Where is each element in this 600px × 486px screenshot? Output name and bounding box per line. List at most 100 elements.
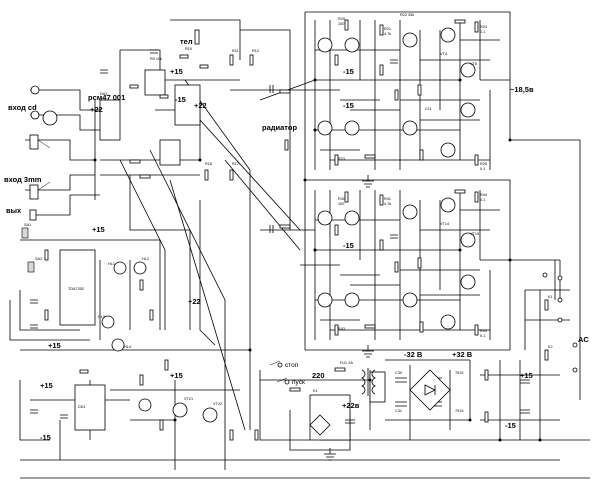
svg-text:R43: R43 — [338, 327, 345, 331]
svg-text:SA2: SA2 — [35, 257, 42, 261]
jack-in-cd-r — [30, 110, 40, 120]
transistor-vt4 — [440, 27, 456, 43]
transistor-vt16 — [317, 292, 333, 308]
switch-sa1 — [21, 227, 29, 239]
svg-text:VT5: VT5 — [470, 62, 477, 66]
svg-text:HL3: HL3 — [98, 315, 105, 319]
svg-text:7815: 7815 — [455, 371, 463, 375]
label-input-cd: вход сd — [8, 103, 37, 112]
svg-text:R21: R21 — [384, 27, 391, 31]
transistor-vt3 — [402, 32, 418, 48]
label-plus32: +32 В — [452, 350, 473, 359]
transformer — [361, 368, 376, 396]
start-switch-contact — [284, 379, 290, 385]
jack-in-cd-ring — [42, 110, 58, 126]
label-start: пуск — [292, 379, 305, 386]
label-radiator: радиатор — [262, 123, 297, 132]
label-input-3mm: вход 3mm — [4, 175, 42, 184]
svg-text:100: 100 — [338, 22, 344, 26]
diode-bridge — [309, 369, 451, 436]
transistor-vt20 — [460, 274, 476, 290]
label-plus22-b: +22 — [194, 101, 207, 110]
svg-text:R17: R17 — [232, 162, 239, 166]
transistor-vt5 — [460, 62, 476, 78]
label-minus15-c: -15 — [343, 241, 354, 250]
power-switches — [269, 360, 290, 385]
ic-dd1 — [74, 384, 106, 431]
resistors — [44, 19, 549, 441]
ic-da3 — [174, 84, 201, 126]
label-plus22-a: +22 — [90, 105, 103, 114]
speaker-terminals — [542, 272, 578, 373]
led-hl2 — [133, 261, 147, 275]
transistor-vt19 — [440, 314, 456, 330]
svg-text:7915: 7915 — [455, 409, 463, 413]
svg-text:R41: R41 — [384, 197, 391, 201]
label-plus15-a: +15 — [170, 67, 183, 76]
svg-text:VT4: VT4 — [440, 52, 447, 56]
transistor-vt13 — [402, 204, 418, 220]
transistor-vt18 — [402, 292, 418, 308]
transistor-vt11 — [317, 210, 333, 226]
svg-text:R12: R12 — [252, 49, 259, 53]
transistors — [30, 27, 476, 423]
svg-text:C31: C31 — [395, 409, 402, 413]
transistor-vt2 — [344, 37, 360, 53]
transistor-vt17 — [344, 292, 360, 308]
label-minus15-d: -15 — [40, 433, 51, 442]
svg-text:R22 33k: R22 33k — [400, 13, 414, 17]
label-plus15-f: +15 — [520, 371, 533, 380]
svg-text:VT15: VT15 — [470, 232, 479, 236]
svg-text:R40: R40 — [338, 197, 345, 201]
main-labels: тел рсм47 001 вход сd вход 3mm вых радиа… — [4, 37, 589, 442]
label-minus32: -32 В — [404, 350, 423, 359]
transistor-vt23 — [138, 398, 152, 412]
svg-text:DA1: DA1 — [100, 92, 107, 96]
svg-text:R24: R24 — [480, 25, 487, 29]
svg-text:SA1: SA1 — [24, 223, 31, 227]
svg-text:VT22: VT22 — [213, 402, 222, 406]
led-hl1 — [113, 261, 127, 275]
svg-text:R44: R44 — [480, 193, 487, 197]
label-tel: тел — [180, 37, 193, 46]
svg-text:K2: K2 — [548, 345, 553, 349]
transistor-vt14 — [440, 197, 456, 213]
svg-text:0.1: 0.1 — [480, 334, 485, 338]
svg-text:R11: R11 — [232, 49, 239, 53]
main-wiring — [9, 11, 590, 479]
input-jacks — [29, 134, 51, 221]
integrated-circuits — [21, 69, 386, 441]
label-plus15-d: +15 — [40, 381, 53, 390]
svg-text:VT21: VT21 — [184, 397, 193, 401]
transistor-vt1 — [317, 37, 333, 53]
label-plus22v: +22в — [342, 401, 360, 410]
svg-text:4.7k: 4.7k — [384, 32, 391, 36]
jack-3mm-a — [29, 134, 39, 150]
transistor-vt15 — [460, 232, 476, 248]
label-minus15-f: -15 — [343, 101, 354, 110]
svg-text:DD1: DD1 — [78, 405, 86, 409]
relay-block — [309, 394, 351, 441]
svg-text:0.1: 0.1 — [480, 30, 485, 34]
label-plus15-e: +15 — [170, 371, 183, 380]
svg-text:C30: C30 — [395, 371, 402, 375]
transistor-vt9 — [440, 142, 456, 158]
transistor-vt22 — [202, 407, 218, 423]
svg-text:R45: R45 — [480, 329, 487, 333]
amp-channel-1 — [300, 20, 510, 170]
svg-text:C11: C11 — [425, 107, 432, 111]
amp-channel-2 — [300, 190, 510, 340]
jack-in-cd-l — [30, 85, 40, 95]
svg-text:0.1: 0.1 — [480, 167, 485, 171]
resistor-tel — [194, 29, 200, 45]
svg-text:R20: R20 — [338, 17, 345, 21]
transistor-vt7 — [344, 120, 360, 136]
label-minus15-a: -15 — [175, 95, 186, 104]
svg-text:VT14: VT14 — [440, 222, 449, 226]
svg-text:TDA7052: TDA7052 — [68, 287, 84, 291]
svg-text:HL2: HL2 — [142, 257, 149, 261]
ic-da1 — [99, 99, 121, 141]
jack-out — [29, 209, 37, 221]
